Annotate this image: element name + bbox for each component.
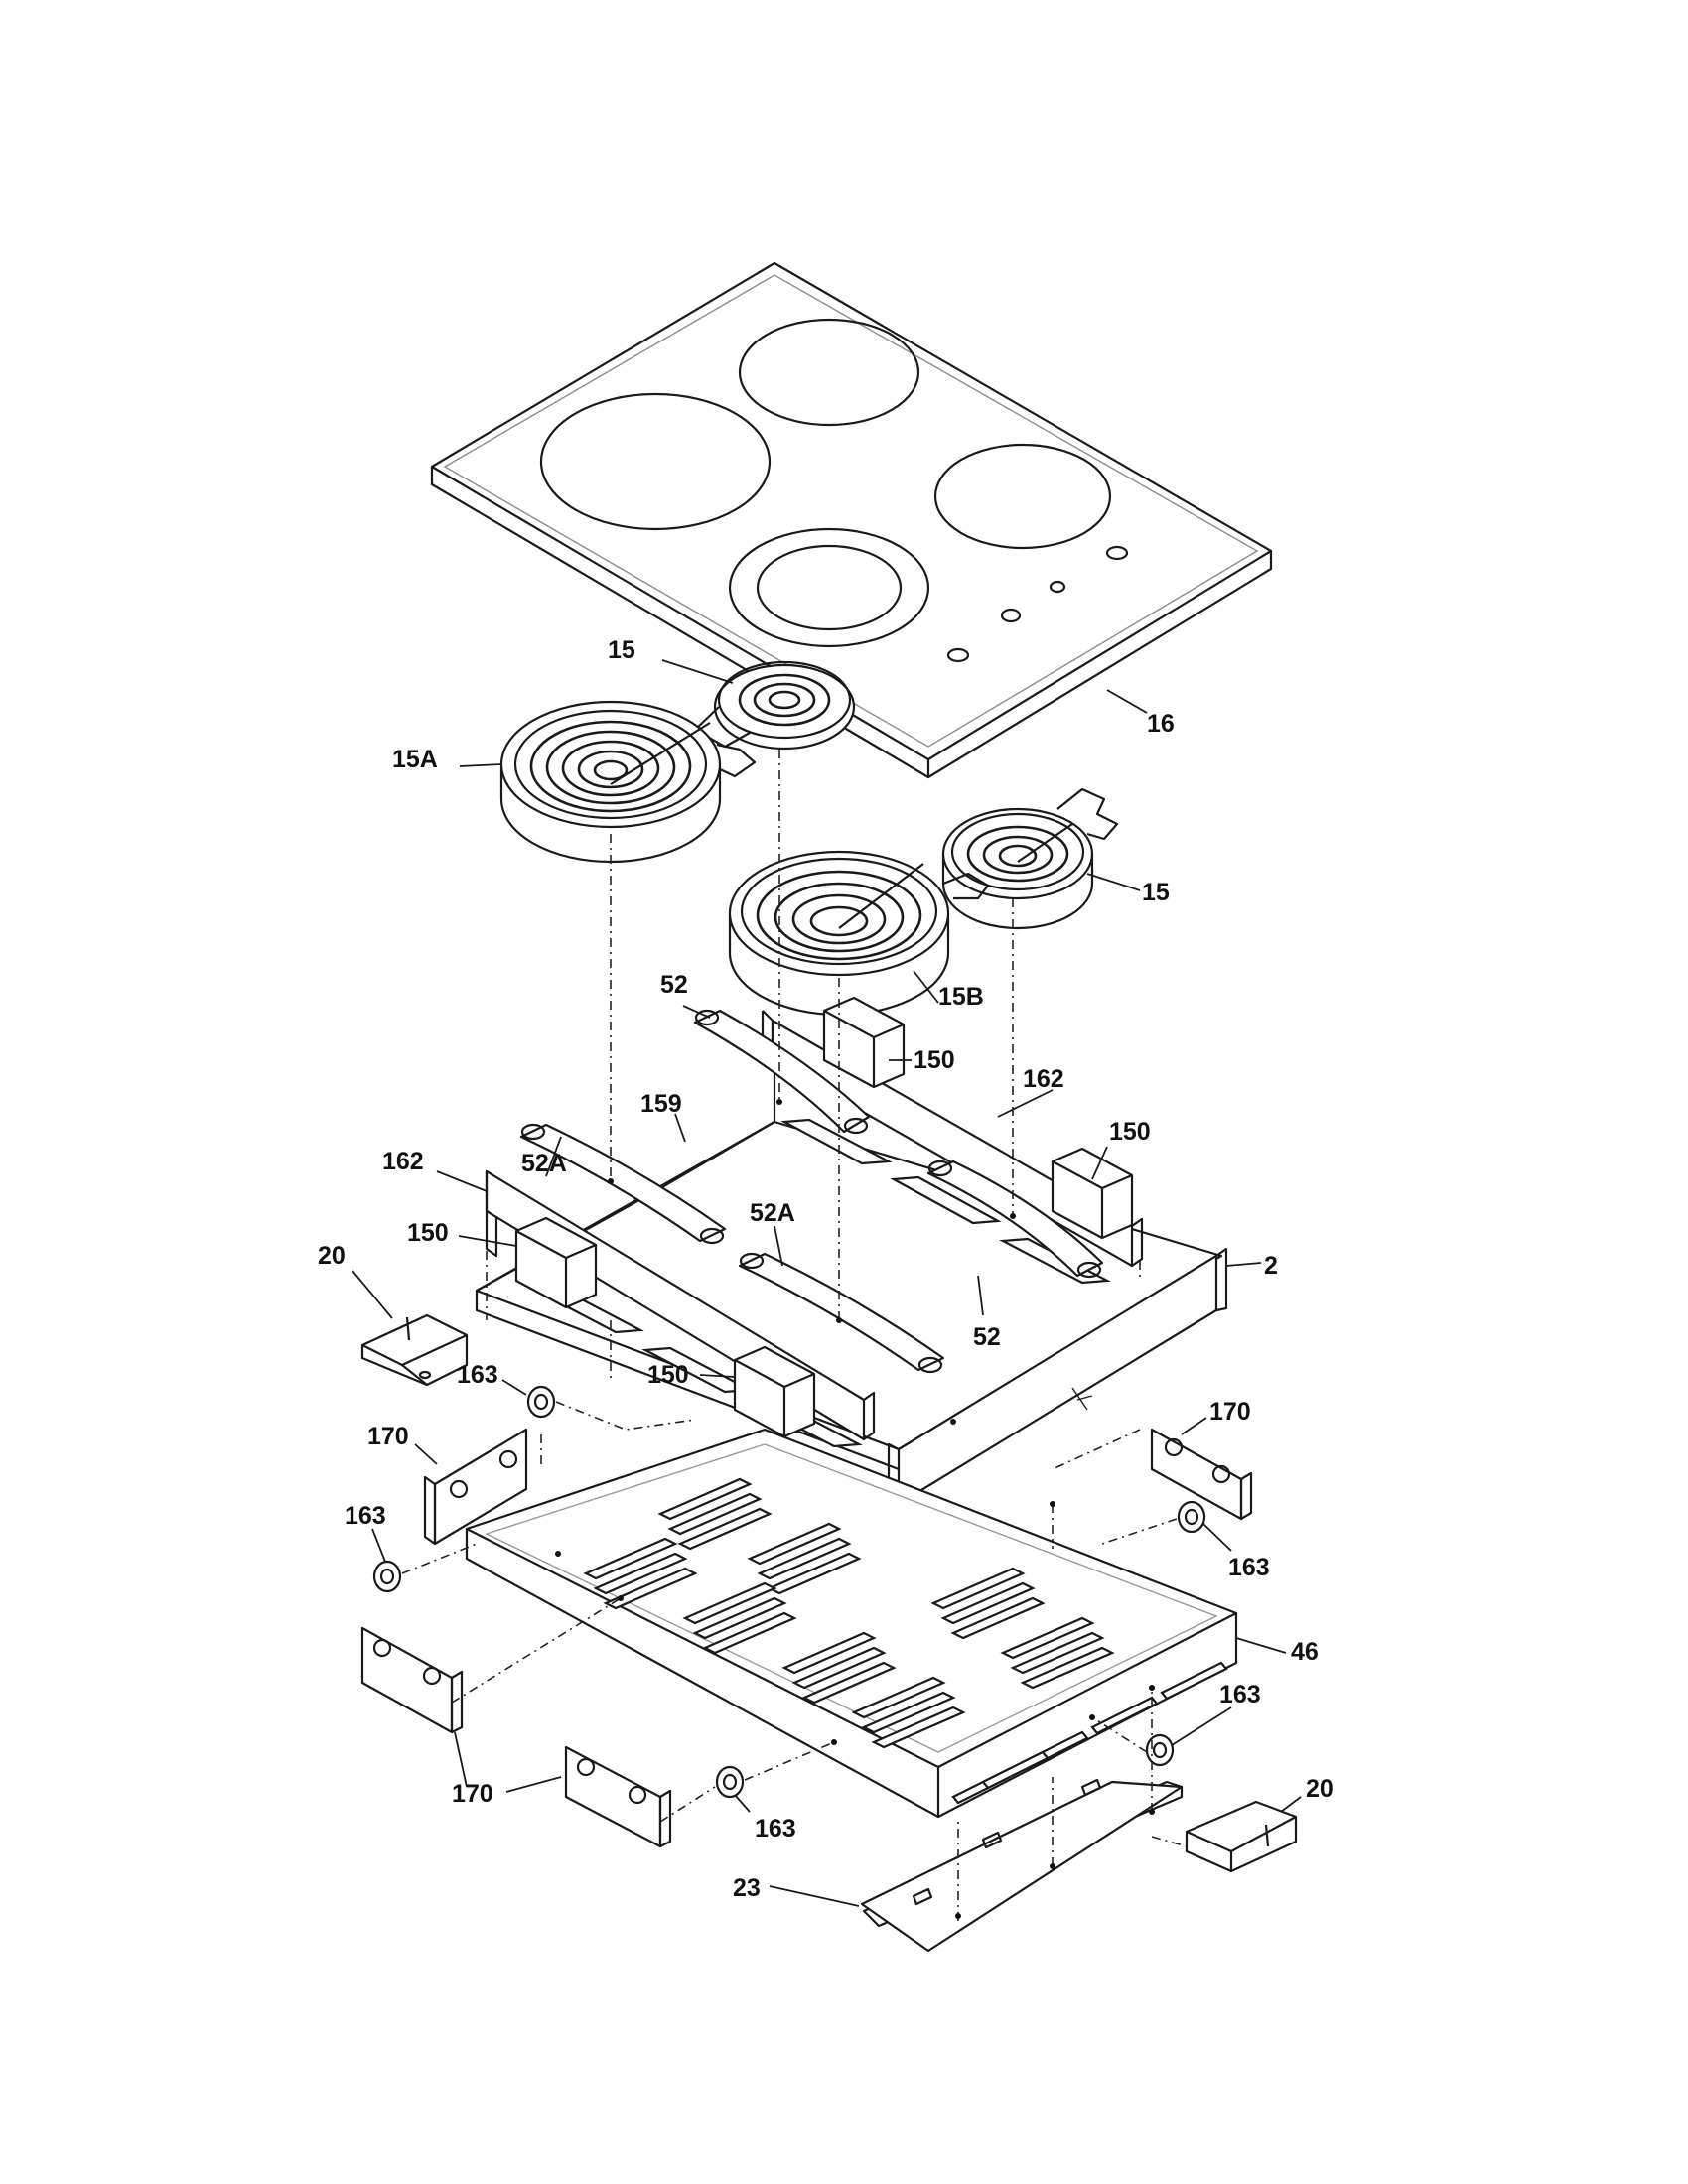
- callout-159: 159: [640, 1090, 682, 1118]
- callout-52-bottom: 52: [973, 1323, 1001, 1351]
- callout-150-left: 150: [407, 1219, 449, 1247]
- callout-163-c: 163: [1228, 1554, 1270, 1581]
- callout-162-left: 162: [382, 1148, 424, 1175]
- spacer-part-163-b[interactable]: [372, 1560, 402, 1593]
- element-strap-part-52-top[interactable]: [693, 1009, 871, 1135]
- spacer-part-163-a[interactable]: [526, 1385, 556, 1419]
- mounting-bracket-part-170-left[interactable]: [423, 1428, 528, 1546]
- callout-23: 23: [733, 1874, 761, 1902]
- callout-150-mid: 150: [647, 1361, 689, 1389]
- callout-162-right: 162: [1023, 1065, 1064, 1093]
- callout-2: 2: [1264, 1252, 1278, 1280]
- callout-52A-left: 52A: [521, 1150, 567, 1177]
- callout-20-left: 20: [318, 1242, 346, 1270]
- spacer-part-163-d[interactable]: [1145, 1733, 1175, 1767]
- callout-52A-mid: 52A: [750, 1199, 795, 1227]
- element-strap-part-52-bottom[interactable]: [926, 1160, 1104, 1279]
- callout-163-a: 163: [457, 1361, 498, 1389]
- callout-163-d: 163: [1219, 1681, 1261, 1708]
- bottom-panel-part-23[interactable]: [860, 1778, 1184, 1953]
- callout-170-bottom: 170: [452, 1780, 493, 1808]
- glass-cooktop-part-16[interactable]: [430, 261, 1273, 779]
- element-strap-part-52A-left[interactable]: [519, 1123, 727, 1245]
- assembly-centerlines: [401, 750, 1188, 1921]
- surface-element-part-15-top[interactable]: [693, 660, 856, 751]
- callout-150-top: 150: [914, 1046, 955, 1074]
- surface-element-part-15B[interactable]: [728, 850, 990, 1017]
- reference-dots: [555, 1099, 1155, 1919]
- mounting-bracket-part-170-bottom-mid[interactable]: [564, 1745, 672, 1848]
- vent-slots-front: [781, 1567, 1115, 1749]
- insulation-block-part-150-left[interactable]: [514, 1216, 598, 1309]
- callout-16: 16: [1147, 710, 1175, 738]
- corner-bracket-part-20-right[interactable]: [1185, 1800, 1298, 1873]
- callout-15B: 15B: [938, 983, 984, 1011]
- callout-52-top: 52: [660, 971, 688, 999]
- mounting-bracket-part-170-right[interactable]: [1150, 1428, 1253, 1521]
- callout-20-right: 20: [1306, 1775, 1334, 1803]
- callout-15A: 15A: [392, 746, 438, 773]
- spacer-part-163-c[interactable]: [1177, 1500, 1206, 1534]
- surface-element-part-15A[interactable]: [499, 700, 757, 864]
- spacer-part-163-e[interactable]: [715, 1765, 745, 1799]
- insulation-block-part-150-mid[interactable]: [733, 1345, 816, 1438]
- burner-box-part-46[interactable]: [465, 1428, 1238, 1819]
- vent-slots-rear: [583, 1477, 862, 1655]
- callout-15-top: 15: [608, 636, 635, 664]
- callout-163-e: 163: [755, 1815, 796, 1843]
- callout-labels: 16 15 15A 15 15B 52 52A 159 150 162 150 …: [318, 636, 1334, 1902]
- surface-element-part-15-right[interactable]: [941, 787, 1119, 930]
- callout-163-b: 163: [345, 1502, 386, 1530]
- corner-bracket-part-20-left[interactable]: [360, 1313, 469, 1387]
- element-strap-part-52A-mid[interactable]: [738, 1252, 945, 1374]
- callout-150-right: 150: [1109, 1118, 1151, 1146]
- callout-170-left: 170: [367, 1423, 409, 1450]
- callout-170-right: 170: [1209, 1398, 1251, 1426]
- leader-lines: [352, 659, 1302, 1907]
- callout-15-right: 15: [1142, 879, 1170, 906]
- callout-46: 46: [1291, 1638, 1319, 1666]
- insulation-block-part-150-right[interactable]: [1051, 1147, 1134, 1240]
- insulation-block-part-150-top[interactable]: [822, 996, 906, 1089]
- mounting-bracket-part-170-bottom-left[interactable]: [360, 1626, 464, 1734]
